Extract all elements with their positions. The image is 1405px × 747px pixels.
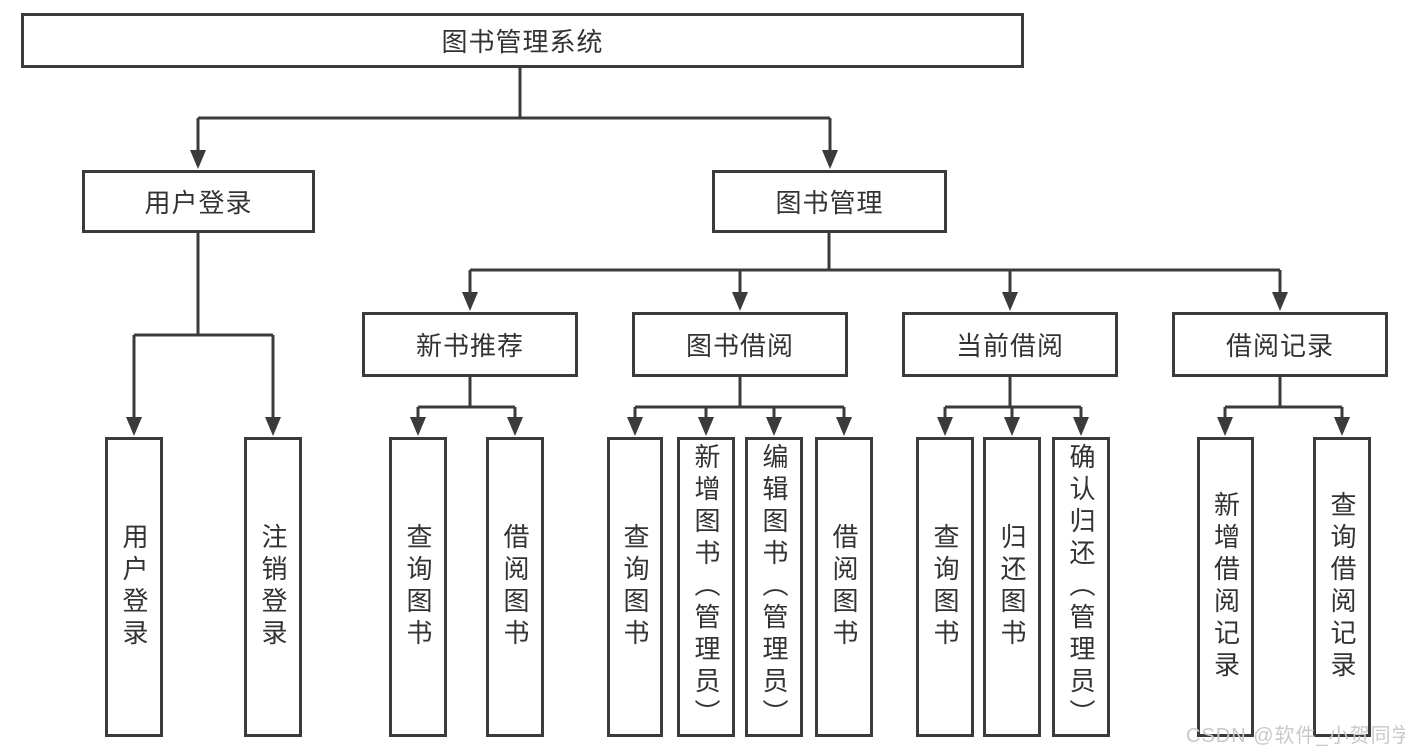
leaf-label: 借阅图书 — [829, 523, 859, 651]
leaf-label: 归还图书 — [997, 523, 1027, 651]
node-book-borrowing: 图书借阅 — [632, 312, 848, 377]
leaf-label: 确认归还（管理员） — [1066, 443, 1096, 731]
node-label: 图书借阅 — [685, 331, 794, 361]
leaf-br-query-record: 查询借阅记录 — [1313, 437, 1371, 737]
leaf-cb-query-books: 查询图书 — [916, 437, 974, 737]
leaf-bb-edit-books-admin: 编辑图书（管理员） — [745, 437, 803, 737]
leaf-label: 借阅图书 — [500, 523, 530, 651]
leaf-logout: 注销登录 — [244, 437, 302, 737]
arrowheads — [126, 150, 1350, 436]
node-book-management: 图书管理 — [712, 170, 947, 233]
leaf-label: 新增图书（管理员） — [691, 443, 721, 731]
node-label: 当前借阅 — [955, 331, 1064, 361]
leaf-bb-add-books-admin: 新增图书（管理员） — [677, 437, 735, 737]
node-current-borrowing: 当前借阅 — [902, 312, 1118, 377]
leaf-user-login: 用户登录 — [105, 437, 163, 737]
leaf-label: 注销登录 — [258, 523, 288, 651]
leaf-label: 查询图书 — [620, 523, 650, 651]
leaf-label: 用户登录 — [119, 523, 149, 651]
node-label: 借阅记录 — [1225, 331, 1334, 361]
leaf-label: 查询图书 — [930, 523, 960, 651]
leaf-cb-confirm-return-admin: 确认归还（管理员） — [1052, 437, 1110, 737]
leaf-label: 编辑图书（管理员） — [759, 443, 789, 731]
leaf-label: 查询图书 — [403, 523, 433, 651]
leaf-bb-borrow-books: 借阅图书 — [815, 437, 873, 737]
leaf-nb-query-books: 查询图书 — [389, 437, 447, 737]
node-label: 图书管理系统 — [441, 27, 604, 57]
node-borrowing-records: 借阅记录 — [1172, 312, 1388, 377]
node-label: 用户登录 — [144, 188, 253, 218]
csdn-watermark: CSDN @软件_小贺同学 — [1186, 725, 1405, 747]
leaf-label: 查询借阅记录 — [1327, 491, 1357, 683]
node-library-system: 图书管理系统 — [21, 13, 1024, 68]
node-user-login: 用户登录 — [82, 170, 315, 233]
leaf-label: 新增借阅记录 — [1210, 491, 1241, 683]
node-new-book-recommendation: 新书推荐 — [362, 312, 578, 377]
node-label: 图书管理 — [775, 188, 884, 218]
leaf-nb-borrow-books: 借阅图书 — [486, 437, 544, 737]
leaf-bb-query-books: 查询图书 — [607, 437, 663, 737]
node-label: 新书推荐 — [415, 331, 524, 361]
leaf-br-add-record: 新增借阅记录 — [1197, 437, 1254, 737]
leaf-cb-return-books: 归还图书 — [983, 437, 1041, 737]
